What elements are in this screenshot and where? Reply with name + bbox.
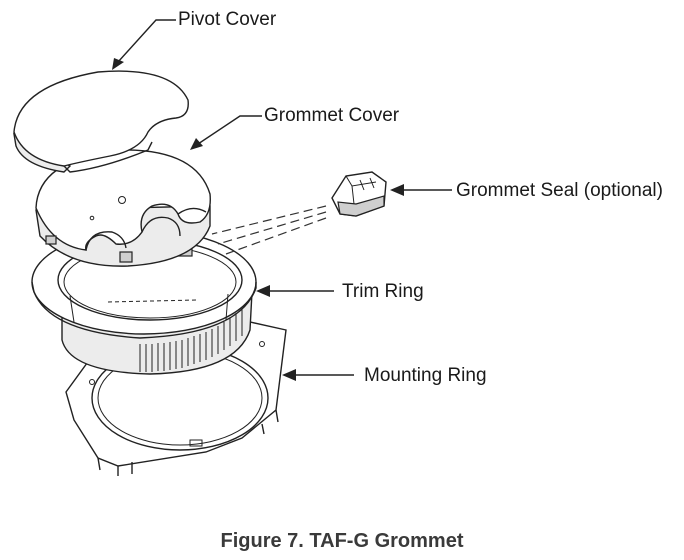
trim-ring-ribs bbox=[139, 308, 243, 372]
label-pivot-cover: Pivot Cover bbox=[178, 9, 277, 30]
leader-trim-ring bbox=[256, 285, 334, 297]
pivot-cover-part bbox=[13, 70, 189, 173]
figure-caption: Figure 7. TAF-G Grommet bbox=[220, 530, 464, 552]
label-grommet-seal: Grommet Seal (optional) bbox=[456, 180, 663, 201]
grommet-seal-part bbox=[331, 171, 387, 217]
leader-grommet-seal bbox=[390, 184, 452, 196]
label-trim-ring: Trim Ring bbox=[342, 281, 424, 302]
seal-guide-lines bbox=[211, 205, 327, 255]
leader-grommet-cover bbox=[190, 115, 262, 150]
label-grommet-cover: Grommet Cover bbox=[264, 105, 400, 126]
grommet-cover-part bbox=[35, 149, 211, 267]
label-mounting-ring: Mounting Ring bbox=[364, 365, 487, 386]
leader-pivot-cover bbox=[112, 19, 176, 70]
leader-mounting-ring bbox=[282, 369, 354, 381]
